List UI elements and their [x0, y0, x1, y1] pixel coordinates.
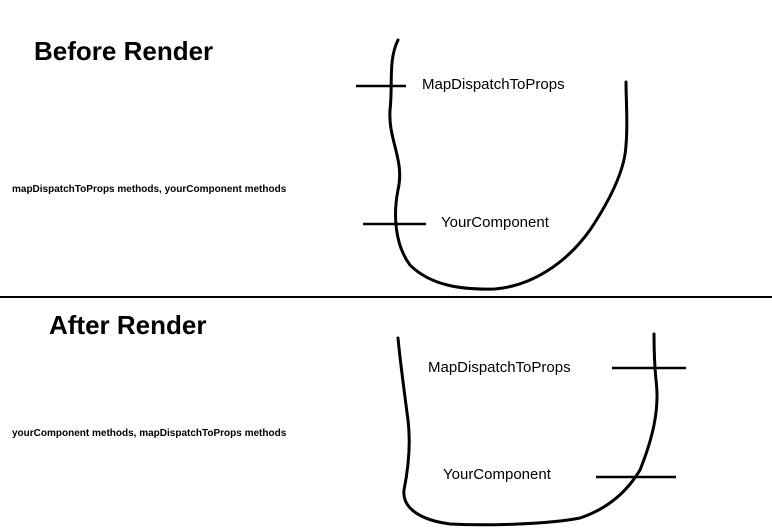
- before-yourcomponent-label: YourComponent: [441, 214, 549, 231]
- after-yourcomponent-label: YourComponent: [443, 466, 551, 483]
- after-render-panel: After Render yourComponent methods, mapD…: [0, 298, 772, 530]
- before-render-title: Before Render: [34, 36, 214, 66]
- before-u-curve: [388, 38, 629, 291]
- before-order-note: mapDispatchToProps methods, yourComponen…: [12, 184, 287, 195]
- after-render-title: After Render: [49, 310, 207, 340]
- before-render-panel: Before Render mapDispatchToProps methods…: [12, 36, 565, 231]
- after-order-note: yourComponent methods, mapDispatchToProp…: [12, 428, 287, 439]
- before-mapdispatchtoprops-label: MapDispatchToProps: [422, 76, 565, 93]
- after-mapdispatchtoprops-label: MapDispatchToProps: [428, 359, 571, 376]
- after-u-curve: [396, 332, 659, 527]
